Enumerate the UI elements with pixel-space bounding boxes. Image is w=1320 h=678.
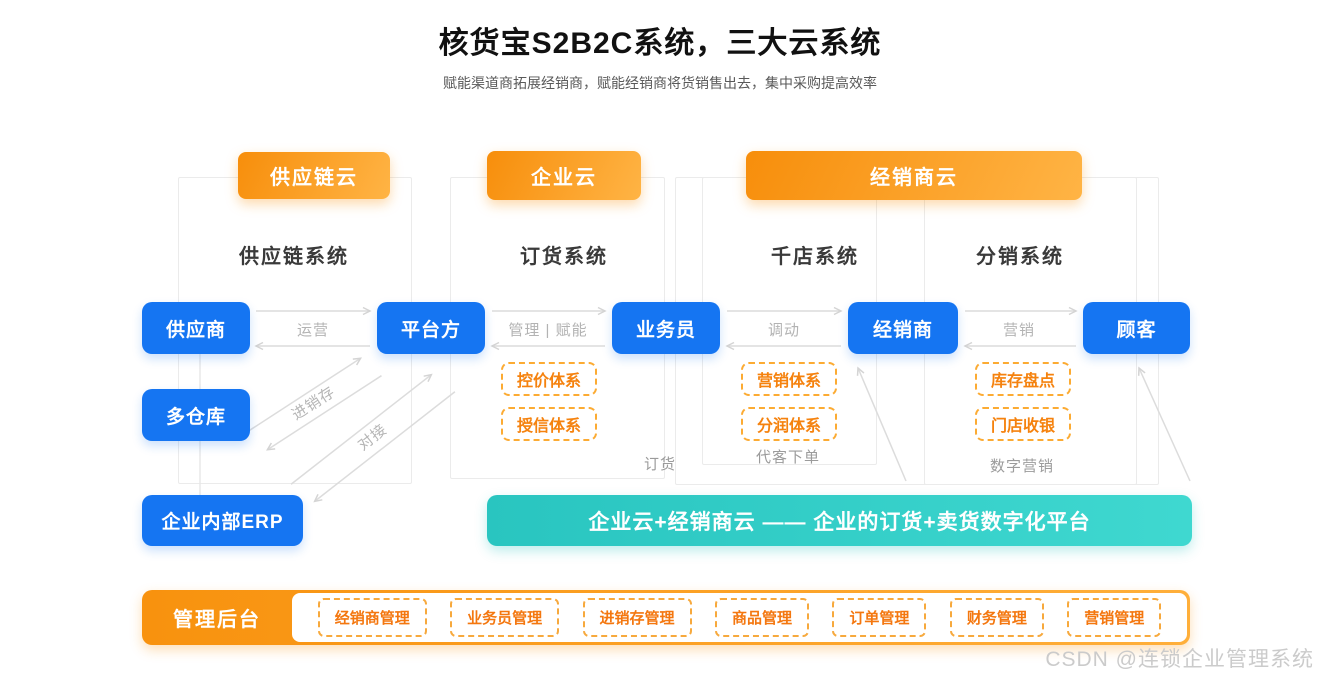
admin-chip-order-mgmt: 订单管理 <box>832 598 927 637</box>
double-arrow-icon <box>290 373 456 503</box>
admin-chip-psi-mgmt: 进销存管理 <box>582 598 692 637</box>
section-title-distribution: 分销系统 <box>976 246 1064 268</box>
capability-chip-profit-sharing: 分润体系 <box>741 407 837 441</box>
entity-box-distributor: 经销商 <box>848 302 958 354</box>
page-title: 核货宝S2B2C系统，三大云系统 <box>438 27 882 60</box>
flow-label-manage-empower: 管理 | 赋能 <box>508 322 588 339</box>
cloud-badge-enterprise: 企业云 <box>487 151 641 200</box>
flow-arrow-purchase-sale-stock: 进销存 <box>240 345 388 463</box>
note-ordering: 订货 <box>643 456 676 473</box>
section-title-thousand-stores: 千店系统 <box>771 246 859 268</box>
cloud-badge-supply: 供应链云 <box>238 152 390 199</box>
flow-arrow-operation <box>254 306 372 351</box>
flow-arrow-connect: 对接 <box>284 361 462 514</box>
connector-up-to-customer <box>1137 366 1191 482</box>
section-title-supply-chain: 供应链系统 <box>239 246 349 268</box>
flow-arrow-manage-empower <box>490 306 607 351</box>
summary-banner: 企业云+经销商云 —— 企业的订货+卖货数字化平台 <box>487 495 1192 546</box>
admin-chip-distributor-mgmt: 经销商管理 <box>317 598 427 637</box>
capability-chip-credit: 授信体系 <box>501 407 597 441</box>
note-order-on-behalf: 代客下单 <box>755 449 820 466</box>
admin-label: 管理后台 <box>173 609 261 631</box>
entity-box-internal-erp: 企业内部ERP <box>142 495 303 546</box>
admin-chip-product-mgmt: 商品管理 <box>714 598 809 637</box>
admin-panel: 经销商管理 业务员管理 进销存管理 商品管理 订单管理 财务管理 营销管理 <box>292 593 1187 642</box>
admin-chip-marketing-mgmt: 营销管理 <box>1067 598 1162 637</box>
capability-chip-marketing-system: 营销体系 <box>741 362 837 396</box>
flow-label-operation: 运营 <box>296 322 329 339</box>
connector-up-to-distributor <box>856 366 907 482</box>
flow-arrow-dispatch <box>725 306 843 351</box>
watermark: CSDN @连锁企业管理系统 <box>1045 648 1314 671</box>
capability-chip-price-control: 控价体系 <box>501 362 597 396</box>
entity-box-multi-warehouse: 多仓库 <box>142 389 250 441</box>
note-digital-marketing: 数字营销 <box>989 458 1054 475</box>
flow-label-marketing: 营销 <box>1002 322 1035 339</box>
flow-label-dispatch: 调动 <box>767 322 800 339</box>
capability-chip-inventory-check: 库存盘点 <box>975 362 1071 396</box>
flow-arrow-marketing <box>963 306 1078 351</box>
section-title-ordering: 订货系统 <box>520 246 608 268</box>
entity-box-salesman: 业务员 <box>612 302 720 354</box>
admin-chip-salesman-mgmt: 业务员管理 <box>450 598 560 637</box>
admin-chip-finance-mgmt: 财务管理 <box>949 598 1044 637</box>
double-arrow-icon <box>246 357 382 451</box>
admin-bar: 管理后台 经销商管理 业务员管理 进销存管理 商品管理 订单管理 财务管理 营销… <box>142 590 1190 645</box>
entity-box-customer: 顾客 <box>1083 302 1190 354</box>
cloud-badge-distributor: 经销商云 <box>746 151 1082 200</box>
entity-box-platform: 平台方 <box>377 302 485 354</box>
capability-chip-store-cashier: 门店收银 <box>975 407 1071 441</box>
entity-box-supplier: 供应商 <box>142 302 250 354</box>
page-subtitle: 赋能渠道商拓展经销商，赋能经销商将货销售出去，集中采购提高效率 <box>443 75 877 91</box>
